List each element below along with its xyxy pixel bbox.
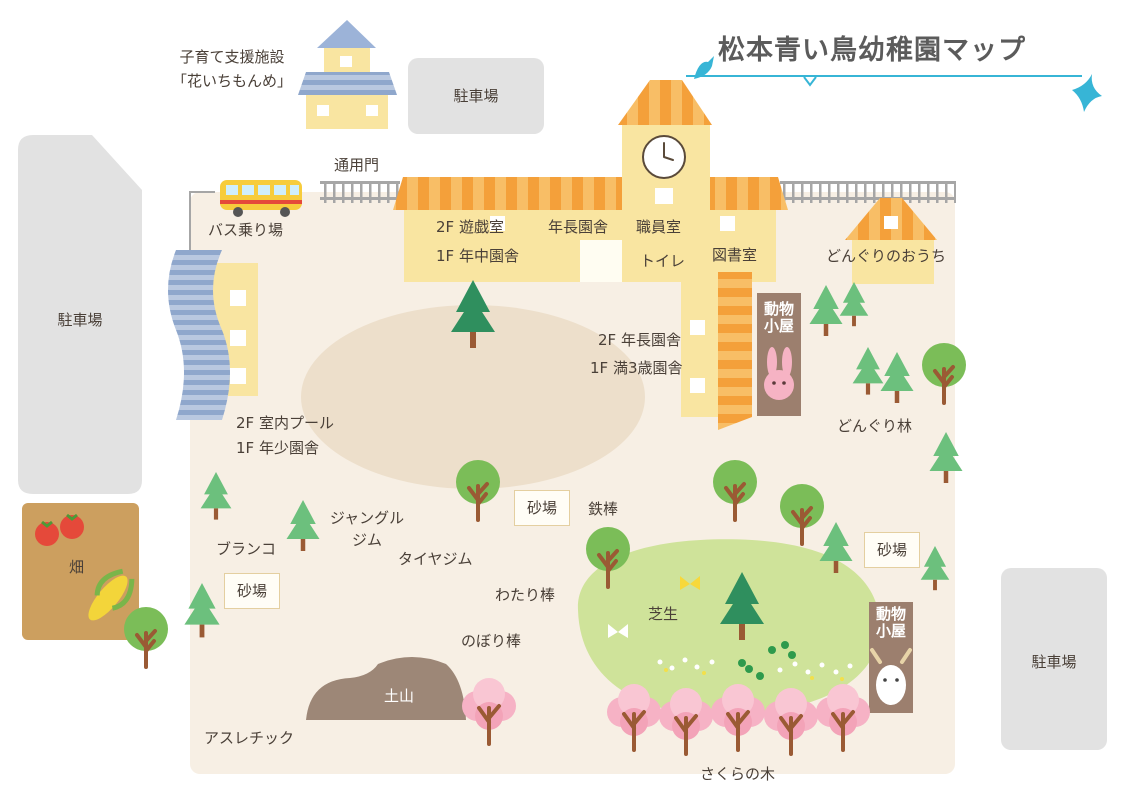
corn-icon xyxy=(88,568,135,621)
acorn-house-label: どんぐりのおうち xyxy=(826,247,947,265)
indoor-pool-label: 2F 室内プール xyxy=(236,414,334,432)
toilet-label: トイレ xyxy=(640,252,686,270)
field-label: 畑 xyxy=(69,558,85,576)
bird-icon xyxy=(694,56,1102,112)
climbing-pole-label: のぼり棒 xyxy=(461,632,522,650)
tomato-icon xyxy=(35,513,84,546)
goat-icon xyxy=(870,648,912,705)
lawn-area xyxy=(577,539,881,716)
staff-room-label: 職員室 xyxy=(636,218,682,236)
lawn-label: 芝生 xyxy=(648,605,679,623)
sandbox-left: 砂場 xyxy=(224,573,280,609)
library-label: 図書室 xyxy=(712,246,758,264)
rabbit-icon xyxy=(764,347,794,400)
parking-top-label: 駐車場 xyxy=(453,87,499,105)
balance-bar-label: わたり棒 xyxy=(495,586,556,604)
acorn-forest-label: どんぐり林 xyxy=(837,417,913,435)
sandbox-center: 砂場 xyxy=(514,490,570,526)
bus-stop-label: バス乗り場 xyxy=(208,221,284,239)
swing-label: ブランコ xyxy=(216,540,277,558)
clock-icon xyxy=(642,135,686,179)
acorn-house-building xyxy=(845,198,937,284)
senior-building-label: 年長園舎 xyxy=(548,218,609,236)
senior-class-label: 2F 年長園舎 xyxy=(598,331,681,349)
age3-class-label: 1F 満3歳園舎 xyxy=(590,359,683,377)
animal-hut-1-label: 動物小屋 xyxy=(763,300,794,336)
support-facility-label: 子育て支援施設 xyxy=(179,48,285,66)
dirt-mound-label: 土山 xyxy=(384,687,415,705)
dirt-mound xyxy=(306,657,466,720)
cherry-trees-label: さくらの木 xyxy=(700,765,776,783)
iron-bar-label: 鉄棒 xyxy=(588,500,619,518)
middle-class-label: 1F 年中園舎 xyxy=(436,247,519,265)
playroom-label: 2F 遊戯室 xyxy=(436,218,504,236)
animal-hut-2-label: 動物小屋 xyxy=(875,605,906,641)
athletic-label: アスレチック xyxy=(204,729,295,747)
clover-icon xyxy=(738,641,796,680)
parking-top xyxy=(408,58,544,134)
support-facility-name: 「花いちもんめ」 xyxy=(171,72,292,90)
sandbox-right: 砂場 xyxy=(864,532,920,568)
map-title: 松本青い鳥幼稚園マップ xyxy=(718,35,1026,66)
parking-right xyxy=(1001,568,1107,750)
parking-right-label: 駐車場 xyxy=(1031,653,1077,671)
main-building xyxy=(393,80,788,430)
support-facility-building xyxy=(298,20,397,129)
gate-label: 通用門 xyxy=(334,156,380,174)
junior-class-label: 1F 年少園舎 xyxy=(236,439,319,457)
playground-yard xyxy=(301,305,645,489)
left-building xyxy=(168,250,258,420)
parking-left-label: 駐車場 xyxy=(57,311,103,329)
flower-icon xyxy=(657,657,853,681)
tire-gym-label: タイヤジム xyxy=(398,550,473,568)
parking-left xyxy=(18,135,142,494)
jungle-gym-label: ジャングルジム xyxy=(329,509,405,549)
bus-icon xyxy=(220,180,302,217)
butterfly-icon xyxy=(608,576,700,638)
